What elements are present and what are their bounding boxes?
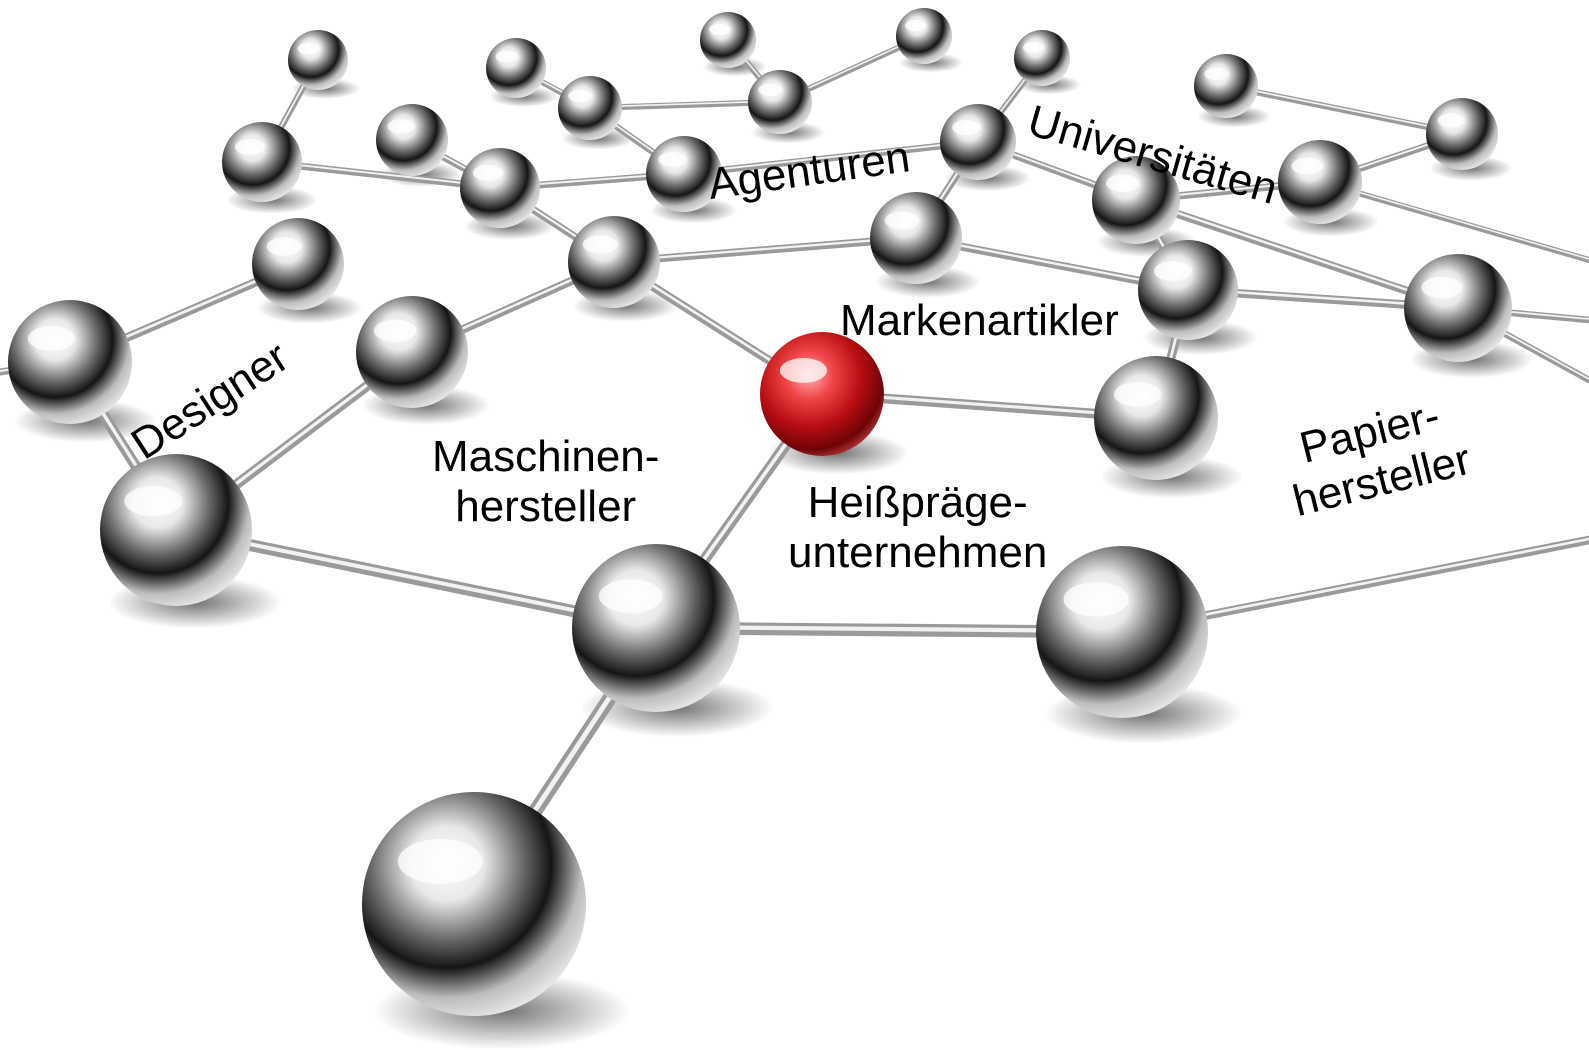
chrome-sphere [700, 12, 756, 68]
chrome-sphere [1036, 546, 1208, 718]
label-maschinen-line2: hersteller [455, 482, 637, 531]
label-heisspraege-line2: unternehmen [788, 528, 1048, 577]
sphere-gloss [27, 326, 75, 351]
connector-rod [1317, 179, 1589, 263]
chrome-sphere [356, 296, 468, 408]
sphere-gloss [904, 19, 927, 31]
sphere-gloss [1291, 157, 1324, 175]
sphere-gloss [387, 119, 415, 134]
chrome-sphere [222, 122, 302, 202]
label-markenartikler: Markenartikler [840, 296, 1119, 345]
sphere-gloss [1106, 174, 1140, 193]
chrome-sphere [1404, 254, 1512, 362]
sphere-gloss [1022, 41, 1045, 53]
label-heisspraegeunternehmen: Heißpräge- unternehmen [788, 478, 1047, 578]
chrome-sphere [558, 76, 622, 140]
highlight-sphere [760, 332, 884, 456]
connector-rod [1222, 82, 1466, 138]
connector-rod-highlight [1135, 197, 1459, 309]
sphere-gloss [708, 23, 731, 35]
label-maschinenhersteller: Maschinen- hersteller [432, 432, 659, 532]
chrome-sphere [460, 148, 540, 228]
chrome-sphere [486, 38, 546, 98]
chrome-sphere [940, 104, 1016, 180]
chrome-sphere [252, 218, 344, 310]
sphere-gloss [658, 151, 688, 168]
sphere-gloss [1437, 113, 1465, 128]
chrome-sphere [568, 216, 660, 308]
sphere-gloss [582, 235, 618, 254]
sphere-gloss [1063, 582, 1129, 617]
label-heisspraege-line1: Heißpräge- [807, 478, 1028, 527]
chrome-sphere [362, 792, 586, 1016]
sphere-gloss [1113, 382, 1161, 407]
sphere-gloss [758, 83, 783, 97]
chrome-sphere [288, 30, 348, 90]
chrome-sphere [1014, 30, 1070, 86]
sphere-gloss [297, 42, 321, 55]
sphere-gloss [495, 50, 519, 63]
chrome-sphere [870, 192, 962, 284]
sphere-gloss [568, 89, 593, 103]
sphere-gloss [598, 579, 663, 613]
connector-rod [680, 138, 982, 178]
sphere-gloss [373, 319, 417, 342]
sphere-gloss [1421, 276, 1463, 299]
chrome-sphere [100, 454, 252, 606]
chrome-sphere [748, 70, 812, 134]
chrome-sphere [376, 104, 448, 176]
connector-rod-highlight [1225, 84, 1463, 134]
spheres [8, 8, 1512, 1016]
chrome-sphere [1138, 240, 1238, 340]
chrome-sphere [572, 544, 740, 712]
connector-rod-highlight [683, 140, 979, 174]
connector-rod-highlight [613, 235, 917, 263]
sphere-gloss [884, 211, 920, 230]
sphere-gloss [779, 358, 827, 383]
chrome-sphere [8, 300, 132, 424]
chrome-sphere [1094, 356, 1218, 480]
sphere-gloss [266, 237, 302, 256]
sphere-gloss [124, 485, 183, 517]
sphere-gloss [1154, 261, 1192, 281]
sphere-gloss [952, 119, 982, 136]
chrome-sphere [1278, 140, 1362, 224]
sphere-gloss [397, 839, 483, 884]
chrome-sphere [1194, 54, 1258, 118]
connector-rod-highlight [1319, 180, 1589, 260]
label-maschinen-line1: Maschinen- [432, 432, 660, 481]
chrome-sphere [896, 8, 952, 64]
chrome-sphere [1426, 98, 1498, 170]
sphere-gloss [1204, 67, 1229, 81]
sphere-gloss [234, 138, 266, 155]
sphere-gloss [472, 164, 504, 181]
